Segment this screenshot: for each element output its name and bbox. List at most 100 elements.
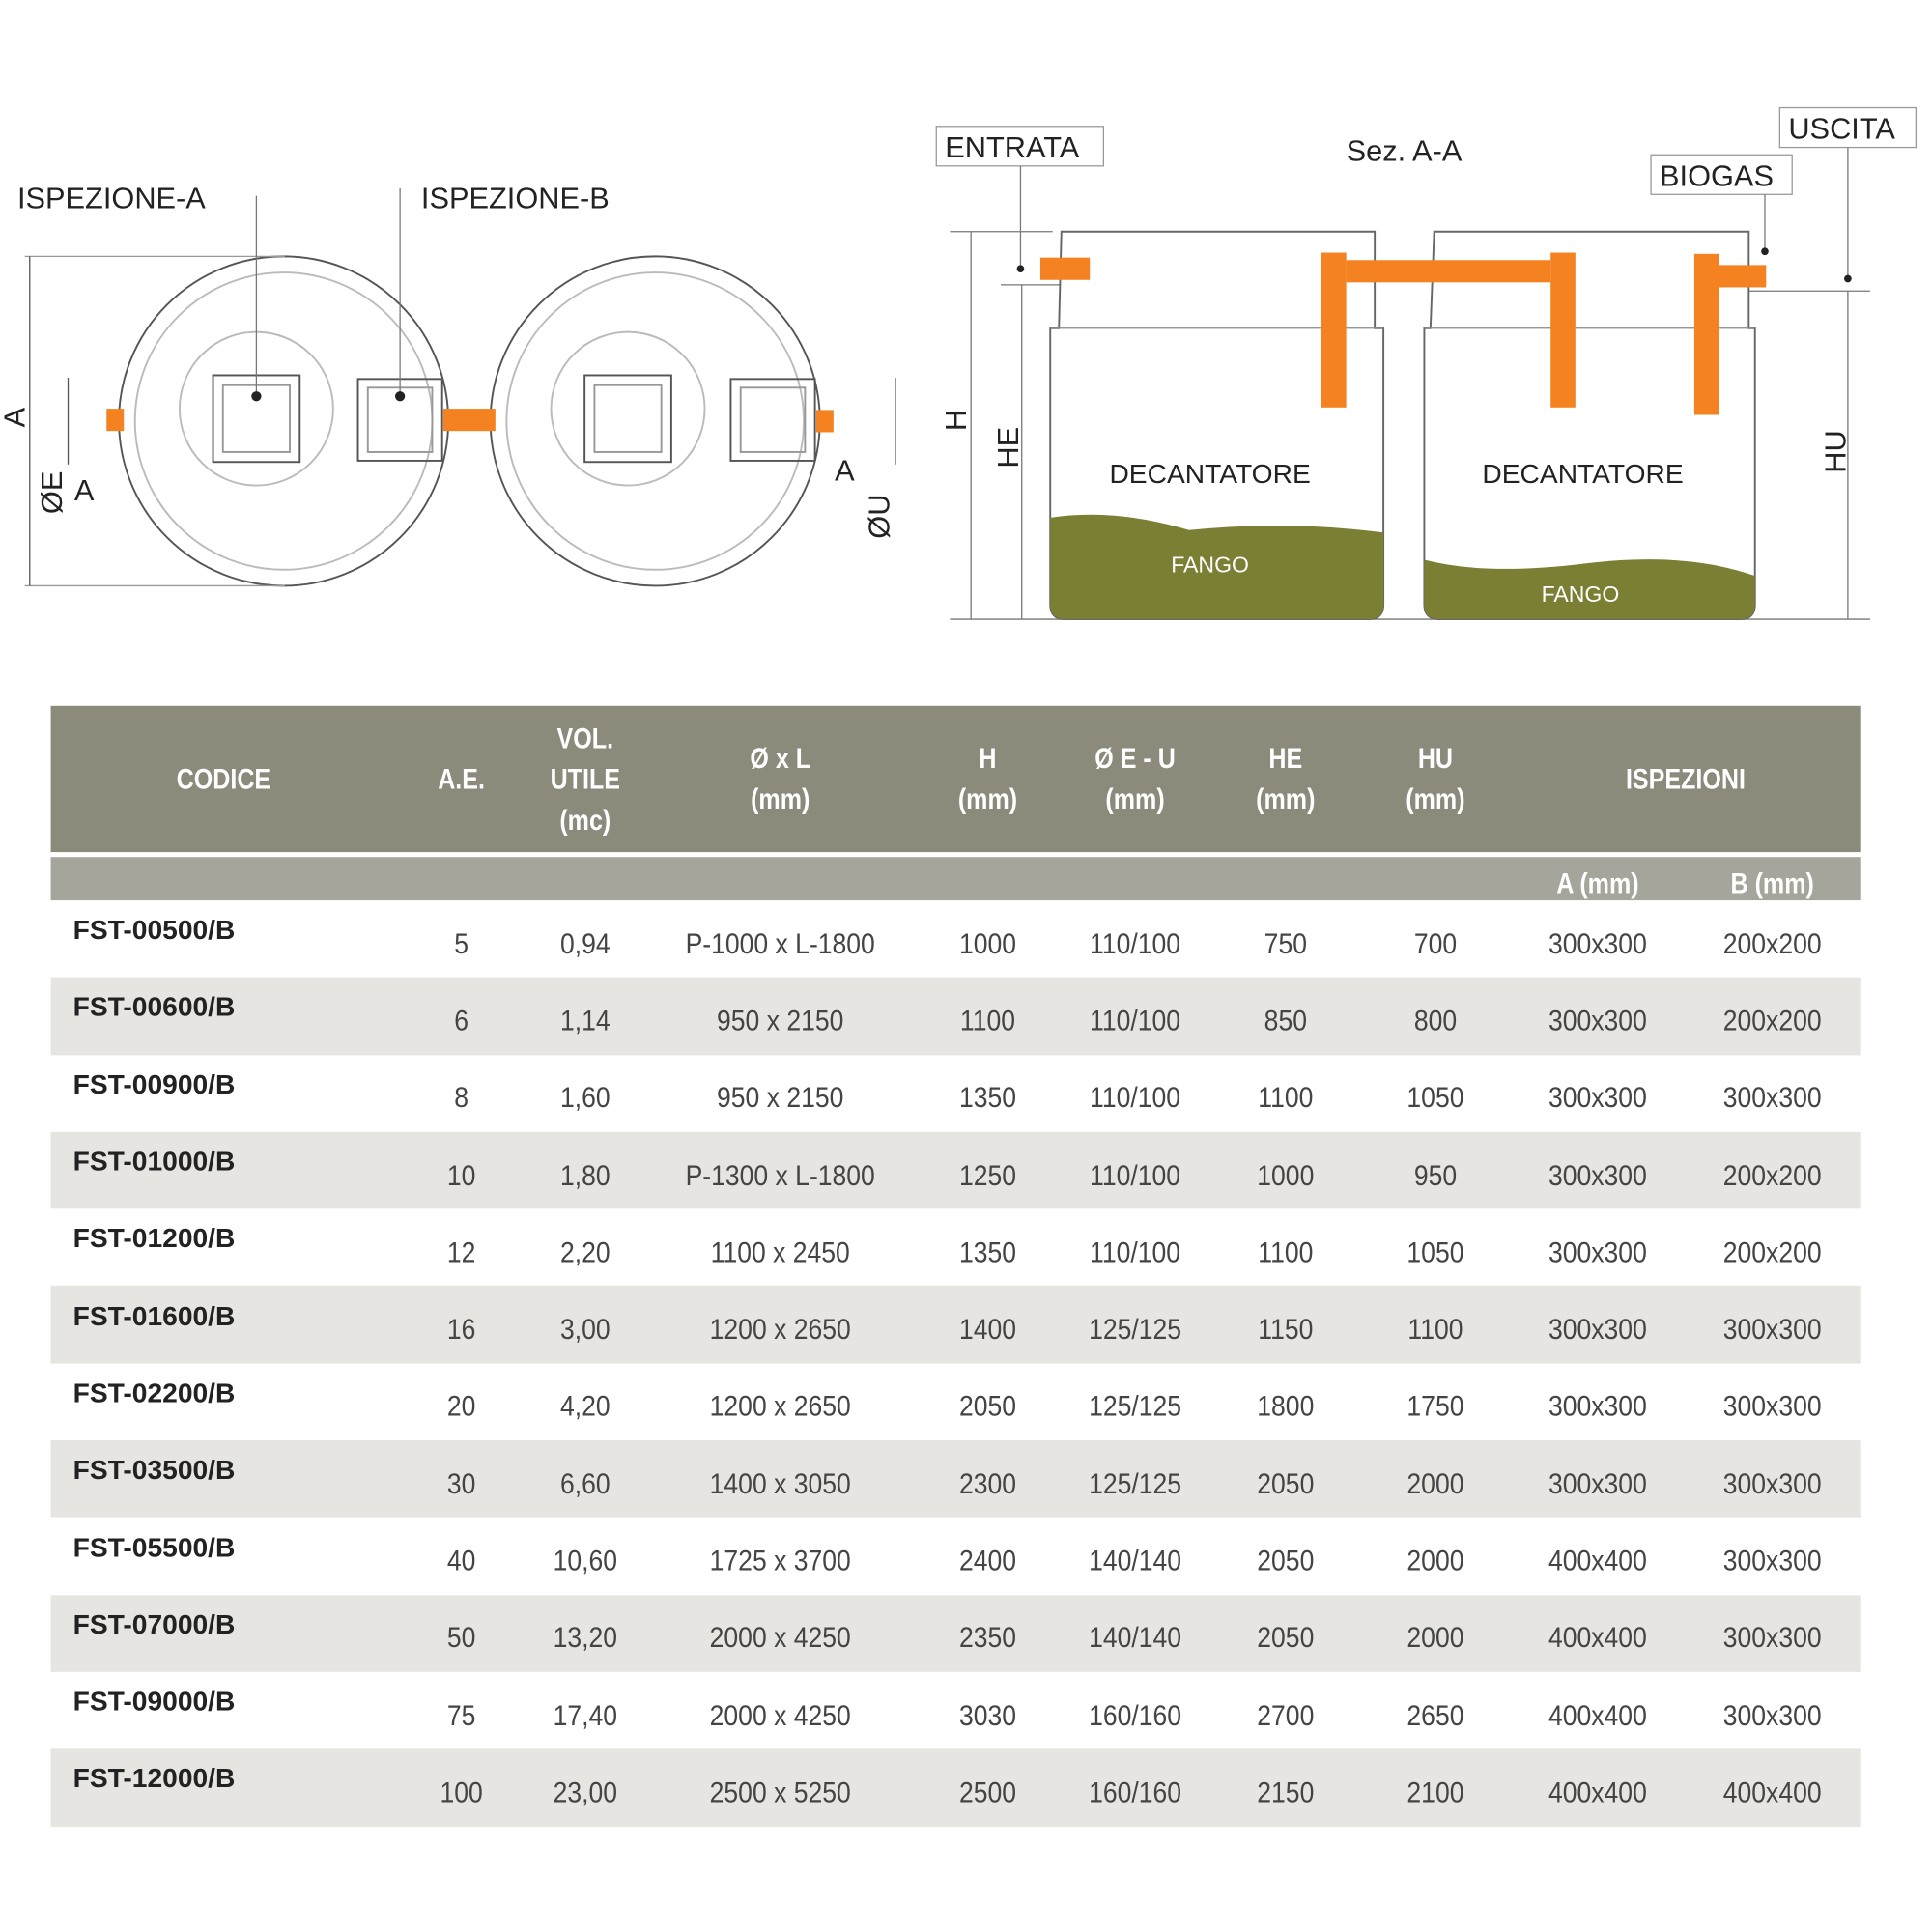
table-cell: 6 (454, 1004, 469, 1037)
col-h: H(mm) (957, 741, 1018, 815)
table-cell: 110/100 (1090, 1081, 1181, 1114)
table-cell: 300x300 (1548, 1004, 1647, 1037)
table-cell: 3030 (958, 1698, 1016, 1731)
table-cell: 23,00 (553, 1776, 618, 1808)
table-cell: 1050 (1406, 1081, 1464, 1114)
table-cell: 1250 (958, 1158, 1016, 1191)
table-cell: 125/125 (1089, 1390, 1182, 1423)
col-he: HE(mm) (1256, 741, 1316, 815)
table-cell: 5 (454, 926, 469, 960)
table-cell: 2650 (1406, 1698, 1464, 1731)
table-cell: 850 (1264, 1004, 1307, 1037)
table-cell: 200x200 (1722, 1004, 1822, 1037)
table-cell: 300x300 (1722, 1621, 1822, 1655)
col-codice: CODICE (176, 762, 271, 795)
table-cell: 2400 (958, 1544, 1016, 1577)
table-cell: P-1300 x L-1800 (685, 1158, 875, 1191)
dim-h: H (939, 410, 973, 431)
table-cell: 160/160 (1089, 1776, 1182, 1808)
table-cell: 30 (446, 1466, 476, 1500)
table-cell: 20 (446, 1390, 476, 1423)
table-cell: 50 (446, 1621, 476, 1655)
table-cell: 12 (446, 1236, 476, 1268)
table-cell: 2000 x 4250 (709, 1621, 851, 1655)
table-cell: 1100 x 2450 (710, 1236, 850, 1268)
table-cell: 100 (440, 1776, 483, 1808)
product-code: FST-01000/B (72, 1145, 236, 1178)
table-cell: 13,20 (553, 1621, 618, 1655)
table-cell: 40 (446, 1544, 476, 1577)
product-code: FST-09000/B (72, 1686, 236, 1718)
table-cell: 2050 (1257, 1466, 1315, 1500)
table-cell: 1100 (959, 1004, 1016, 1037)
product-code: FST-00600/B (72, 991, 236, 1023)
table-cell: 10,60 (553, 1544, 618, 1577)
table-cell: 2100 (1406, 1776, 1464, 1808)
table-cell: 2500 (958, 1776, 1016, 1808)
product-code: FST-00500/B (72, 914, 236, 946)
product-code: FST-05500/B (72, 1531, 236, 1563)
product-code: FST-01200/B (72, 1222, 236, 1254)
label-ispezione-a: ISPEZIONE-A (17, 181, 206, 214)
tank-1-label: DECANTATORE (1109, 458, 1310, 489)
label-biogas: BIOGAS (1660, 158, 1774, 192)
table-cell: 300x300 (1722, 1466, 1822, 1500)
table-cell: 300x300 (1548, 1390, 1647, 1423)
dim-a-left: A (0, 407, 32, 427)
table-cell: 400x400 (1722, 1776, 1822, 1808)
table-cell: 8 (454, 1081, 469, 1114)
table-cell: 1,14 (559, 1004, 611, 1037)
table-cell: 2,20 (559, 1236, 611, 1268)
tank-plan-1 (118, 255, 450, 587)
col-ispezione-a: A (mm) (1556, 867, 1639, 899)
dim-e: ØE (35, 471, 69, 514)
col-ae: A.E. (438, 762, 485, 795)
tank-section-1: DECANTATORE FANGO (1049, 230, 1385, 621)
table-cell: 1100 (1407, 1313, 1463, 1346)
table-cell: 140/140 (1089, 1621, 1182, 1655)
tank-plan-2 (489, 255, 821, 587)
pipes-section (1039, 252, 1767, 415)
table-cell: 300x300 (1722, 1313, 1822, 1346)
table-cell: P-1000 x L-1800 (685, 926, 875, 960)
table-cell: 300x300 (1722, 1081, 1822, 1114)
table-cell: 1350 (958, 1081, 1016, 1114)
table-cell: 300x300 (1722, 1544, 1822, 1577)
table-cell: 2050 (958, 1390, 1016, 1423)
table-cell: 1050 (1406, 1236, 1464, 1268)
table-cell: 1200 x 2650 (709, 1390, 851, 1423)
dim-u: ØU (863, 495, 896, 539)
diagram: ISPEZIONE-A ISPEZIONE-B A ØE A A ØU Sez.… (0, 106, 1918, 621)
tank-2-sludge: FANGO (1542, 582, 1620, 607)
tank-section-2: DECANTATORE FANGO (1423, 230, 1756, 621)
dim-he: HE (991, 427, 1025, 469)
table-cell: 2000 x 4250 (709, 1698, 851, 1731)
table-cell: 1000 (1257, 1158, 1315, 1191)
table-cell: 160/160 (1089, 1698, 1182, 1731)
inlet-pipe-plan (106, 409, 125, 432)
section-title: Sez. A-A (1347, 134, 1463, 168)
table-cell: 300x300 (1722, 1698, 1822, 1731)
table-cell: 125/125 (1089, 1313, 1182, 1346)
connector-pipe-plan (442, 409, 496, 432)
product-code: FST-12000/B (72, 1762, 236, 1795)
table-cell: 110/100 (1090, 1158, 1181, 1191)
table-cell: 300x300 (1548, 1236, 1647, 1268)
table-cell: 200x200 (1722, 926, 1822, 960)
table-cell: 400x400 (1548, 1621, 1647, 1655)
col-e-u: Ø E - U(mm) (1094, 741, 1176, 815)
table-cell: 1100 (1258, 1236, 1314, 1268)
label-entrata: ENTRATA (945, 130, 1079, 164)
col-ispezione-b: B (mm) (1730, 867, 1814, 899)
table-cell: 140/140 (1089, 1544, 1182, 1577)
dim-a-small: A (74, 473, 95, 507)
table-cell: 1,80 (559, 1158, 611, 1191)
label-uscita: USCITA (1788, 112, 1895, 146)
table-cell: 2050 (1257, 1544, 1315, 1577)
table-cell: 300x300 (1548, 1466, 1647, 1500)
